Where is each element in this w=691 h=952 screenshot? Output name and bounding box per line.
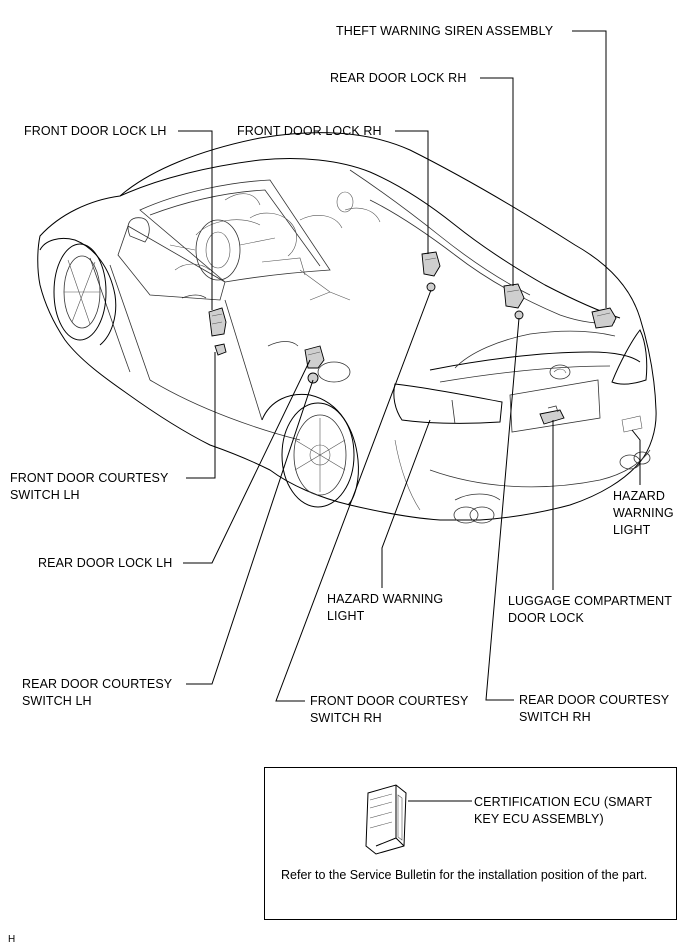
leader-theft-warning-siren (572, 30, 607, 308)
leader-front-door-lock-lh (178, 130, 213, 310)
leader-front-door-courtesy-rh (275, 289, 432, 702)
leader-rear-door-lock-rh (480, 77, 514, 286)
theft-warning-siren-part (591, 307, 617, 329)
label-front-door-courtesy-rh-line1: FRONT DOOR COURTESY (310, 694, 469, 708)
rear-door-lock-rh-part (503, 283, 525, 309)
front-door-courtesy-switch-lh-part (214, 343, 227, 356)
component-parts (208, 251, 617, 425)
rear-door-courtesy-switch-lh-part (307, 372, 319, 384)
leader-lines (178, 30, 641, 802)
front-door-lock-lh-part (208, 307, 227, 337)
label-rear-door-courtesy-lh-line1: REAR DOOR COURTESY (22, 677, 173, 691)
label-hazard-light-center-line1: HAZARD WARNING (327, 592, 444, 606)
label-rear-door-lock-rh: REAR DOOR LOCK RH (330, 71, 467, 85)
front-door-lock-rh-part (421, 251, 441, 277)
label-hazard-light-right-line1: HAZARD (613, 489, 665, 503)
leader-front-door-courtesy-lh (186, 352, 216, 479)
note-text: Refer to the Service Bulletin for the in… (281, 868, 648, 882)
luggage-compartment-lock-part (539, 405, 565, 425)
car-body-drawing (37, 132, 657, 524)
label-rear-door-courtesy-rh-line1: REAR DOOR COURTESY (519, 693, 670, 707)
leader-front-door-lock-rh (395, 130, 429, 254)
label-hazard-light-right-line2: WARNING (613, 506, 674, 520)
label-front-door-lock-rh: FRONT DOOR LOCK RH (237, 124, 382, 138)
figure-code: H (8, 934, 16, 945)
label-hazard-light-center-line2: LIGHT (327, 609, 365, 623)
label-front-door-courtesy-lh-line1: FRONT DOOR COURTESY (10, 471, 169, 485)
label-hazard-light-right-line3: LIGHT (613, 523, 651, 537)
label-rear-door-courtesy-rh-line2: SWITCH RH (519, 710, 591, 724)
leader-hazard-light-center (381, 419, 431, 588)
label-front-door-courtesy-rh-line2: SWITCH RH (310, 711, 382, 725)
label-certification-ecu-line1: CERTIFICATION ECU (SMART (474, 795, 653, 809)
leader-rear-door-courtesy-lh (186, 379, 314, 685)
leader-rear-door-lock-lh (183, 359, 311, 564)
front-door-courtesy-switch-rh-part (426, 282, 436, 292)
label-luggage-door-lock-line1: LUGGAGE COMPARTMENT (508, 594, 672, 608)
label-front-door-courtesy-lh-line2: SWITCH LH (10, 488, 80, 502)
leader-rear-door-courtesy-rh (485, 317, 520, 701)
label-front-door-lock-lh: FRONT DOOR LOCK LH (24, 124, 167, 138)
label-rear-door-lock-lh: REAR DOOR LOCK LH (38, 556, 173, 570)
note-box (264, 767, 677, 920)
label-certification-ecu-line2: KEY ECU ASSEMBLY) (474, 812, 604, 826)
leader-hazard-light-right (631, 429, 641, 485)
certification-ecu-part (365, 784, 407, 855)
label-luggage-door-lock-line2: DOOR LOCK (508, 611, 584, 625)
rear-door-courtesy-switch-rh-part (514, 310, 524, 320)
label-rear-door-courtesy-lh-line2: SWITCH LH (22, 694, 92, 708)
label-theft-warning-siren: THEFT WARNING SIREN ASSEMBLY (336, 24, 554, 38)
